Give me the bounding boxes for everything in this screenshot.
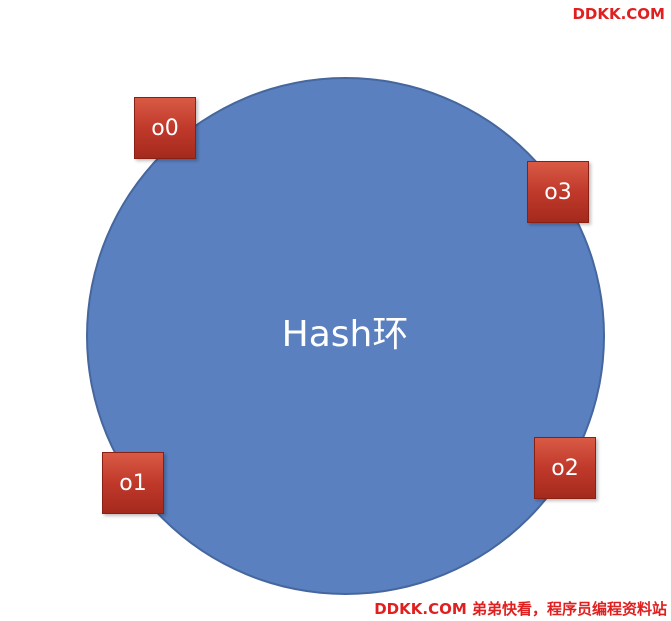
- node-o0: o0: [134, 97, 196, 159]
- watermark-bottom: DDKK.COM 弟弟快看，程序员编程资料站: [374, 600, 667, 618]
- watermark-top: DDKK.COM: [572, 5, 665, 23]
- node-o1: o1: [102, 452, 164, 514]
- hash-ring-label: Hash环: [281, 314, 409, 355]
- node-o3: o3: [527, 161, 589, 223]
- node-o2: o2: [534, 437, 596, 499]
- hash-ring: [86, 77, 605, 595]
